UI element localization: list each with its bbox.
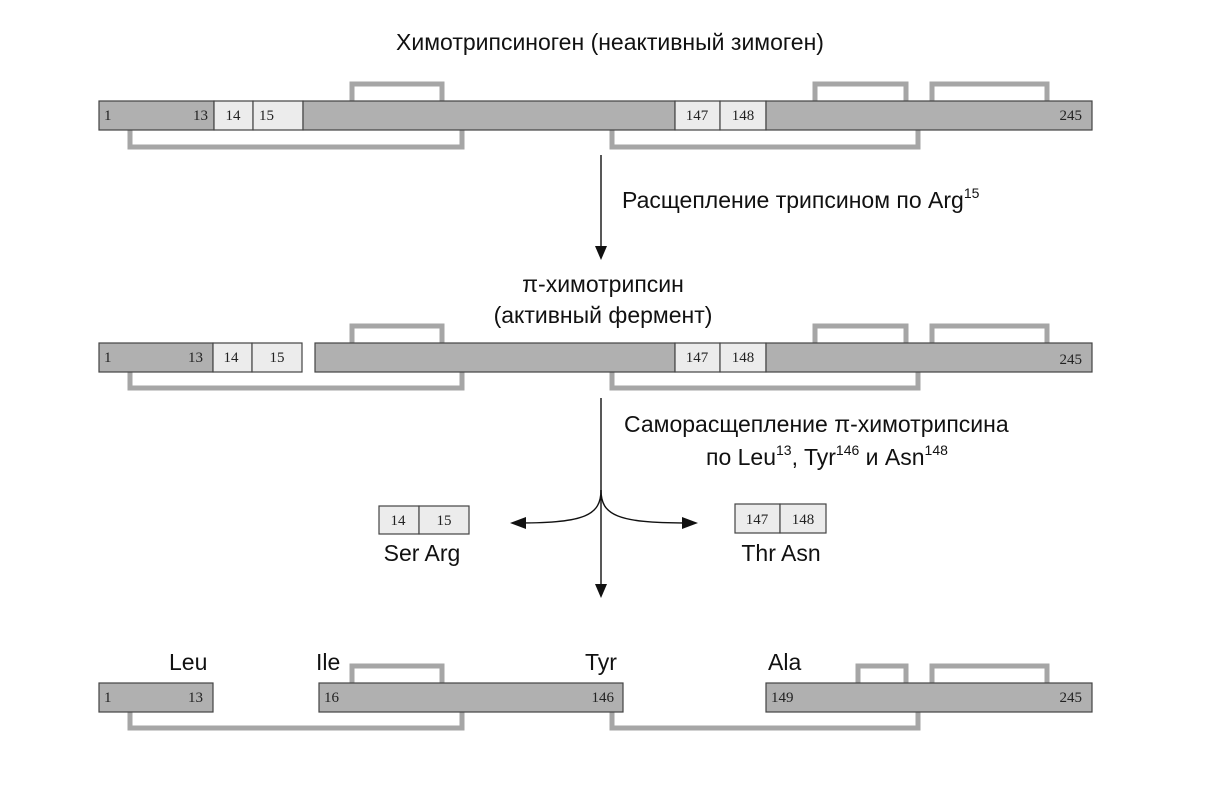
released-dipeptide-ser-arg: 14 15 Ser Arg (378, 505, 470, 566)
residue-label-1: 1 (104, 108, 112, 124)
trypsin-cleavage-arrow (595, 155, 607, 260)
chain-b (318, 682, 624, 713)
disulfide-bridge (127, 372, 465, 391)
residue-label-16: 16 (324, 690, 340, 706)
released-dipeptide-thr-asn: 147 148 Thr Asn (734, 503, 827, 566)
residue-15-box (251, 342, 303, 373)
chain-segment (765, 100, 1093, 131)
residue-label-15: 15 (437, 513, 452, 529)
disulfide-bridge (812, 81, 909, 101)
disulfide-bridge (812, 323, 909, 343)
terminal-residue-tyr: Tyr (585, 649, 617, 675)
residue-label-146: 146 (592, 690, 615, 706)
pi-chymotrypsin-chain: 1 13 14 15 147 148 245 (98, 323, 1093, 391)
residue-label-245: 245 (1060, 108, 1083, 124)
residue-label-148: 148 (792, 512, 815, 528)
disulfide-bridge (349, 663, 445, 683)
residue-label-147: 147 (686, 108, 709, 124)
residue-label-15: 15 (259, 108, 274, 124)
chain-segment (765, 342, 1093, 373)
residue-label-15: 15 (270, 350, 285, 366)
residue-label-148: 148 (732, 108, 755, 124)
disulfide-bridge (349, 323, 445, 343)
residue-label-149: 149 (771, 690, 794, 706)
disulfide-bridge (929, 323, 1050, 343)
trypsin-step-label: Расщепление трипсином по Arg15 (622, 185, 980, 213)
autolysis-step-sites: по Leu13, Tyr146 и Asn148 (706, 442, 948, 470)
residue-147-box (674, 342, 721, 373)
disulfide-bridge (929, 663, 1050, 683)
residue-label-245: 245 (1060, 352, 1083, 368)
pi-chymotrypsin-subtitle: (активный фермент) (494, 302, 713, 328)
residue-label-14: 14 (226, 108, 242, 124)
residue-14-box (213, 100, 254, 131)
disulfide-bridge (127, 130, 465, 150)
alpha-chymotrypsin-chains: 1 13 16 146 149 245 (98, 663, 1093, 731)
terminal-residue-ala: Ala (768, 649, 801, 675)
disulfide-bridge (609, 372, 921, 391)
disulfide-bridge (609, 712, 921, 731)
chain-segment (314, 342, 676, 373)
zymogen-title: Химотрипсиноген (неактивный зимоген) (396, 29, 824, 55)
residue-label-147: 147 (686, 350, 709, 366)
pi-chymotrypsin-title: π-химотрипсин (522, 271, 684, 297)
residue-label-13: 13 (188, 350, 203, 366)
dipeptide-label-ser-arg: Ser Arg (384, 540, 461, 566)
residue-label-1: 1 (104, 690, 112, 706)
residue-label-245: 245 (1060, 690, 1083, 706)
disulfide-bridge (349, 81, 445, 101)
residue-15-box (252, 100, 304, 131)
autolysis-step-label: Саморасщепление π-химотрипсина (624, 411, 1009, 437)
disulfide-bridge (855, 663, 909, 683)
chain-segment (302, 100, 676, 131)
residue-label-14: 14 (391, 513, 407, 529)
residue-label-13: 13 (188, 690, 203, 706)
disulfide-bridge (929, 81, 1050, 101)
chain-c (765, 682, 1093, 713)
residue-label-14: 14 (224, 350, 240, 366)
chain-segment (98, 100, 215, 131)
residue-148-box (719, 342, 767, 373)
residue-label-1: 1 (104, 350, 112, 366)
dipeptide-label-thr-asn: Thr Asn (741, 540, 820, 566)
disulfide-bridge (609, 130, 921, 150)
terminal-residue-ile: Ile (316, 649, 340, 675)
residue-148-box (719, 100, 767, 131)
residue-label-148: 148 (732, 350, 755, 366)
residue-label-147: 147 (746, 512, 769, 528)
terminal-residue-leu: Leu (169, 649, 207, 675)
chain-a (98, 682, 214, 713)
zymogen-chain: 1 13 14 15 147 148 245 (98, 81, 1093, 150)
residue-label-13: 13 (193, 108, 208, 124)
autolysis-arrow (510, 398, 698, 598)
disulfide-bridge (127, 712, 465, 731)
